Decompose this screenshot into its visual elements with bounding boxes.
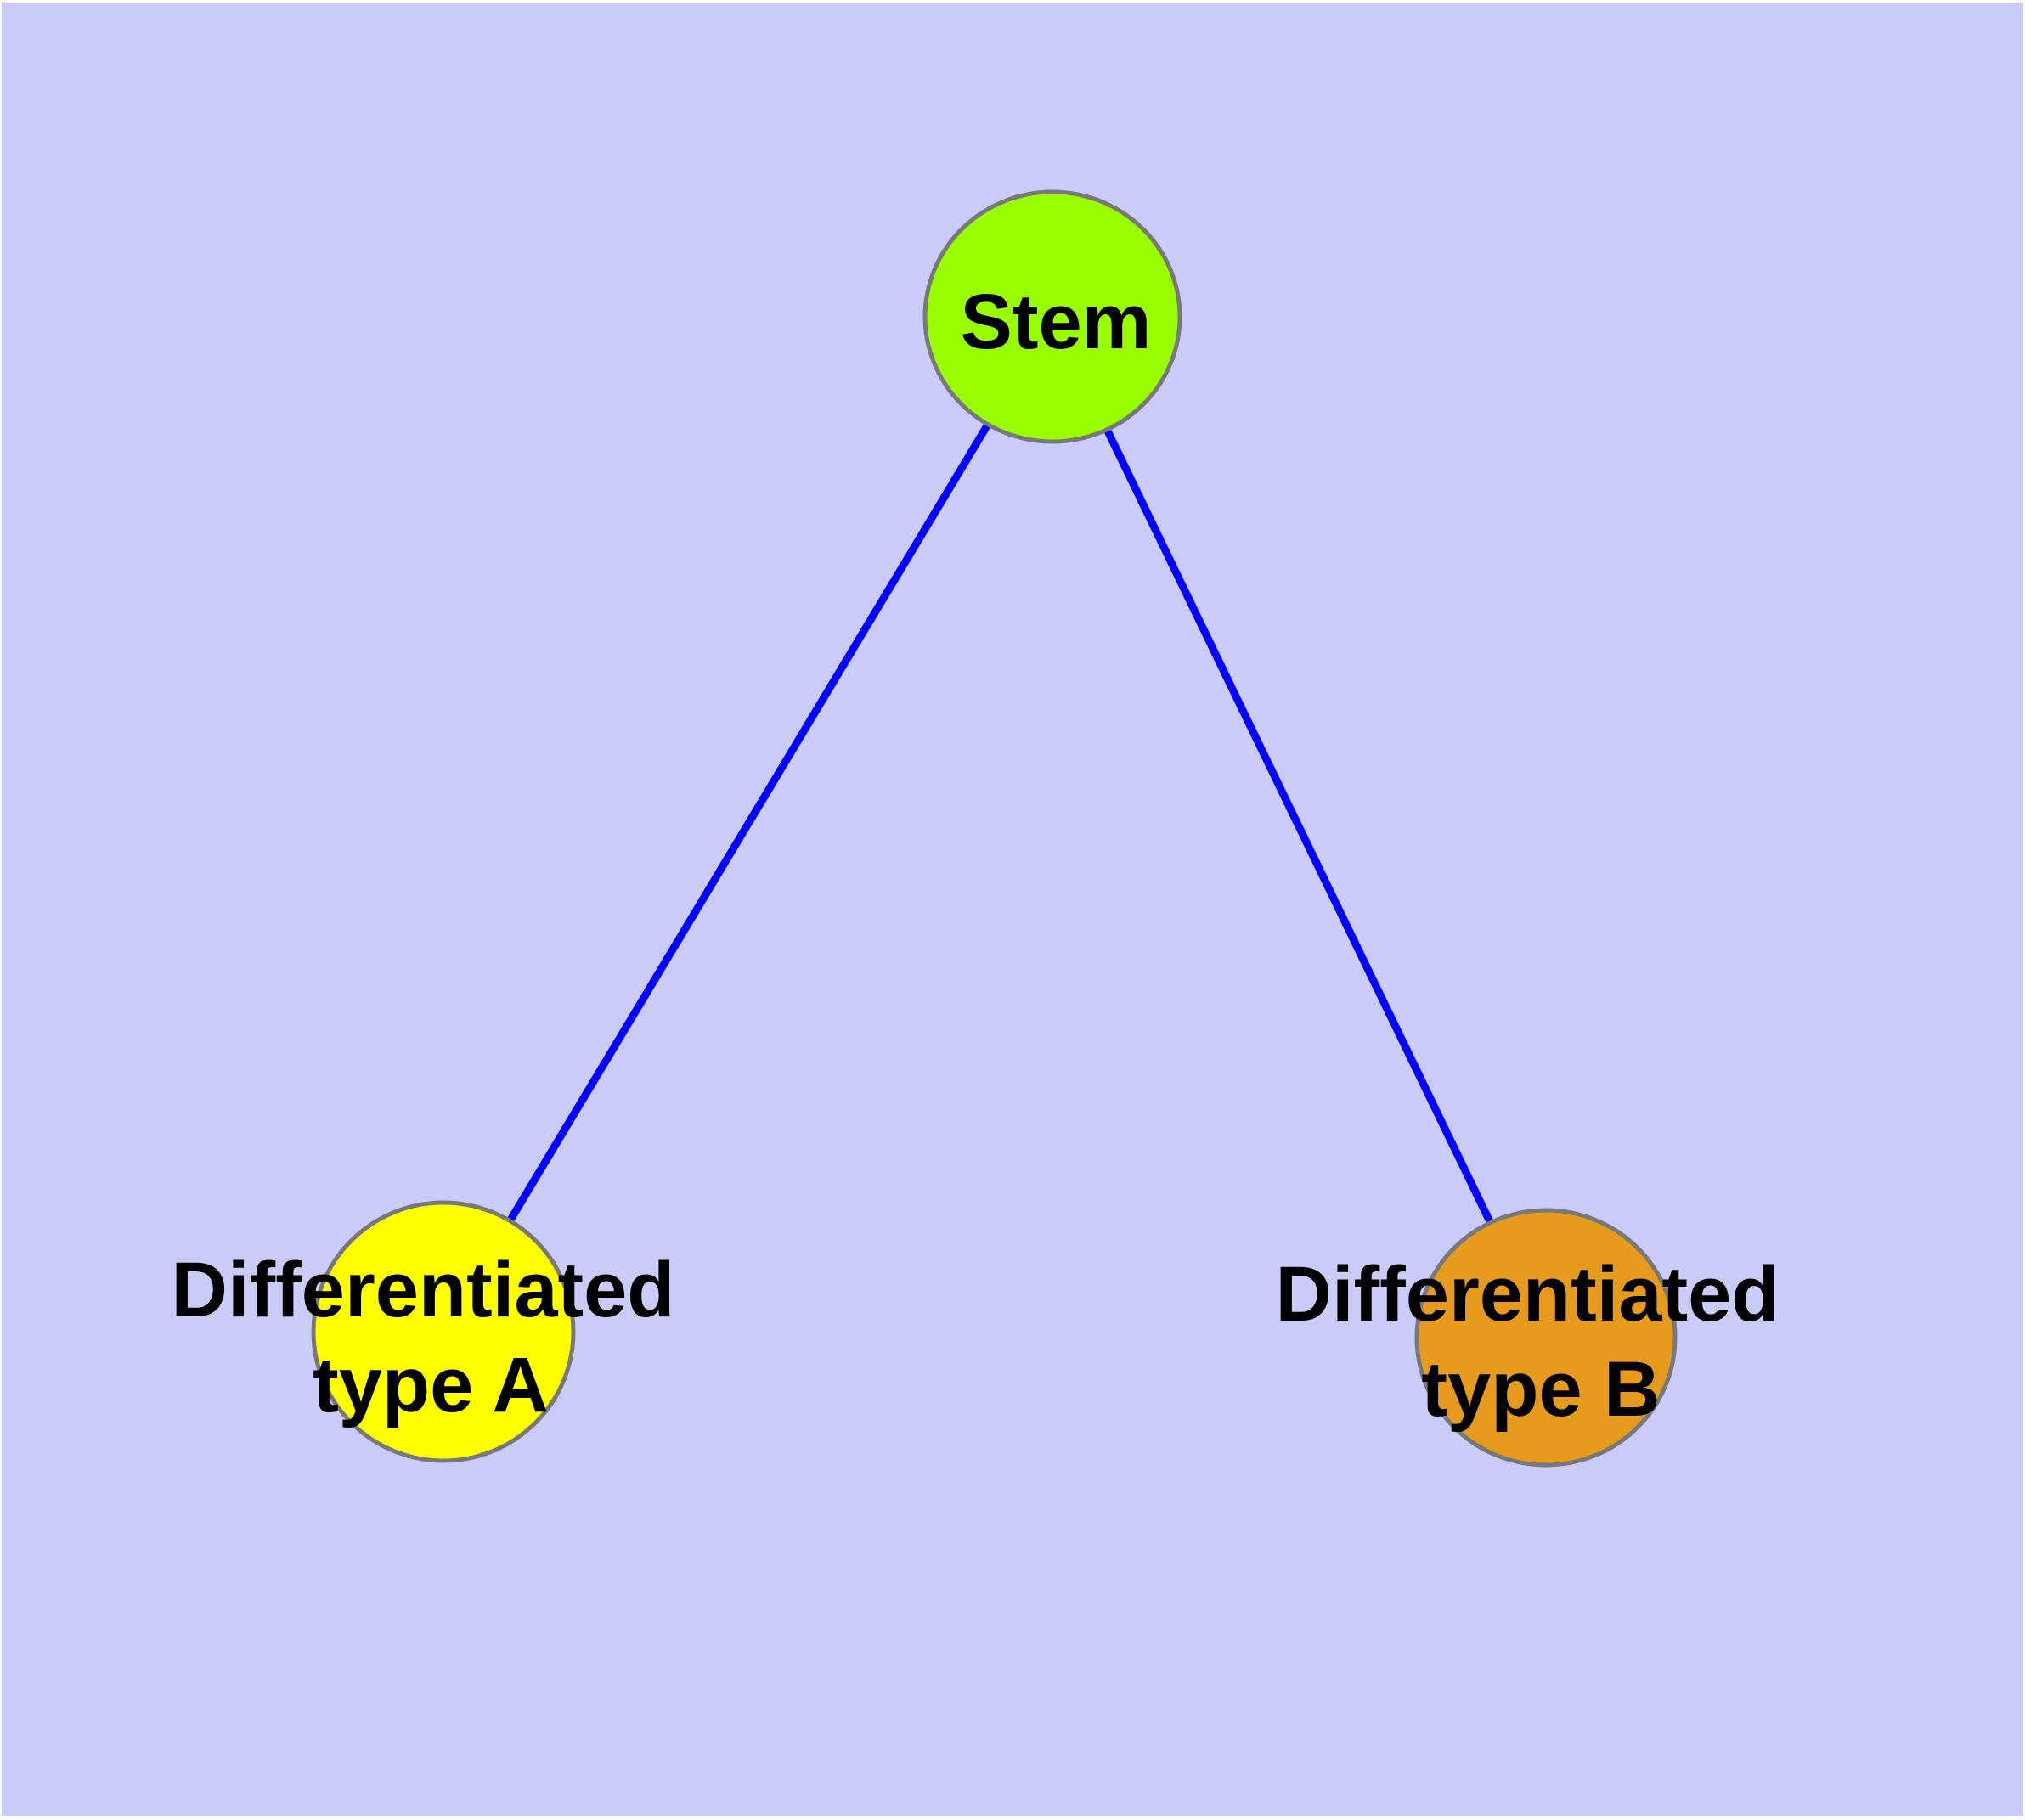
node-type-a-label-line1: Differentiated: [172, 1247, 675, 1333]
node-type-a-label-line2: type A: [313, 1342, 549, 1428]
node-type-b-label-line1: Differentiated: [1276, 1251, 1780, 1338]
node-differentiated-type-a[interactable]: [311, 1200, 576, 1463]
diagram-canvas: Stem Differentiated type A Differentiate…: [2, 3, 2023, 1816]
node-differentiated-type-b[interactable]: [1414, 1208, 1678, 1468]
node-stem[interactable]: [922, 189, 1182, 444]
node-type-b-label-line2: type B: [1421, 1346, 1660, 1433]
edge-stem-to-type-a[interactable]: [440, 314, 1056, 1334]
edge-stem-to-type-b[interactable]: [1048, 315, 1550, 1339]
node-stem-label: Stem: [961, 279, 1152, 365]
